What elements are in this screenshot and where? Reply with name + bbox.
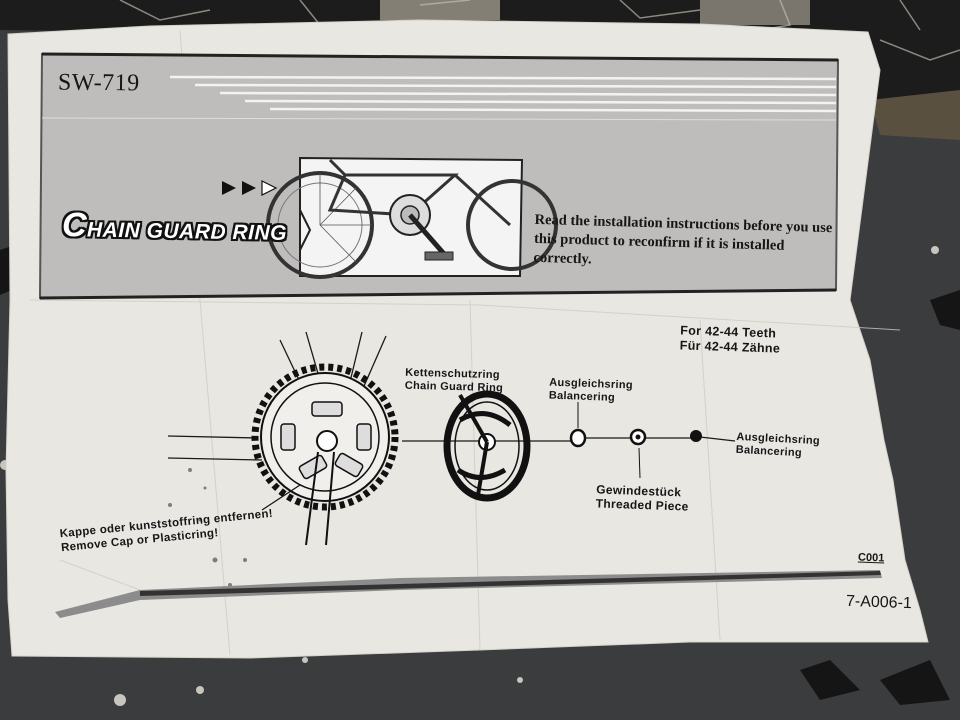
chainring-drawing (167, 331, 736, 592)
teeth-spec: For 42-44 Teeth Für 42-44 Zähne (680, 323, 781, 356)
balance-ring-icon (569, 428, 587, 448)
chain-guard-drawing (443, 390, 531, 502)
installation-instruction: Read the installation instructions befor… (533, 211, 833, 268)
sheet-code-large: 7-A006-1 (845, 592, 913, 613)
product-title: CHAIN GUARD RING (62, 206, 288, 249)
model-number: SW-719 (57, 69, 140, 97)
threaded-piece-icon (629, 428, 647, 446)
balancer-label-right: Ausgleichsring Balancering (735, 431, 820, 461)
title-initial: C (61, 206, 88, 245)
title-rest: HAIN GUARD RING (86, 218, 288, 245)
bicycle-illustration (266, 156, 558, 279)
sheet-code-small: C001 (857, 551, 885, 565)
arrow-right-icon (222, 180, 278, 196)
chain-guard-label: Kettenschutzring Chain Guard Ring (405, 367, 504, 396)
balance-ring-icon (690, 430, 702, 442)
threaded-piece-label: Gewindestück Threaded Piece (596, 482, 690, 513)
teeth-spec-de: Für 42-44 Zähne (679, 338, 781, 356)
chain-guard-label-en: Chain Guard Ring (404, 379, 504, 395)
balancer-label-left: Ausgleichsring Balancering (549, 377, 633, 406)
